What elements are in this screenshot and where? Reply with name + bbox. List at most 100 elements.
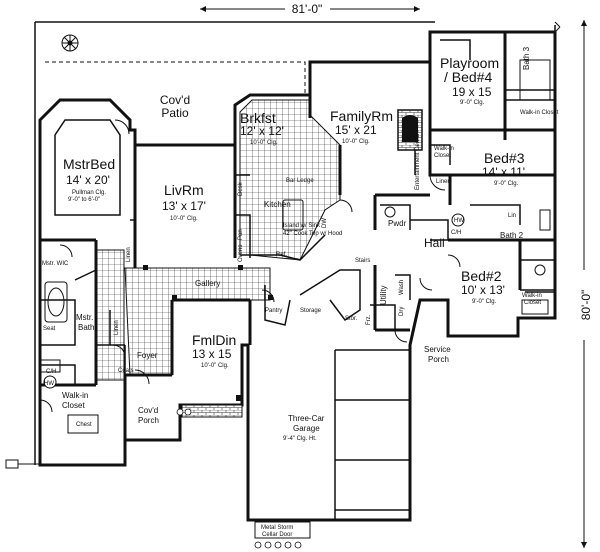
brkfst-size: 12' x 12' (240, 124, 284, 138)
water-heater-icon (43, 213, 465, 389)
garage-name-2: Garage (293, 424, 320, 433)
mstr-wic-label: Mstr. WIC (42, 261, 69, 267)
dw-label: DW (322, 218, 328, 228)
dimension-depth: 80'-0" (579, 20, 593, 548)
familyrm-size: 15' x 21 (335, 123, 377, 137)
utility-box (5, 459, 19, 469)
gallery-label: Gallery (195, 279, 220, 288)
door-swings (39, 119, 461, 413)
brkfst-ceiling: 10'-0" Clg. (250, 140, 278, 146)
walkin-bed2-1: Walk-in (522, 293, 542, 299)
mstrbed-size: 14' x 20' (66, 173, 110, 187)
storage-label: Storage (300, 308, 322, 314)
livrm-size: 13' x 17' (162, 199, 206, 213)
bath2-label: Bath 2 (500, 231, 524, 240)
covd-porch-1: Cov'd (138, 406, 158, 415)
tree-icon (61, 34, 79, 52)
bed3-name: Bed#3 (484, 150, 525, 166)
familyrm-name: FamilyRm (330, 108, 393, 124)
fmldin-size: 13 x 15 (192, 347, 232, 361)
service-porch-1: Service (424, 345, 451, 354)
mstrbed-ceiling-2: 9'-0" to 6'-0" (68, 197, 100, 203)
wash-label: Wash (399, 280, 405, 295)
garage-name-1: Three-Car (288, 414, 325, 423)
linen-left-label: Linen (126, 247, 132, 262)
fixtures (39, 59, 551, 434)
walkin-fr-1: Walk-in (434, 146, 454, 152)
mstr-ceiling (54, 119, 121, 216)
walkin-bed2-2: Closet (524, 300, 541, 306)
linen-upper-label: Linen (436, 179, 451, 185)
coats-label: Coats (118, 368, 134, 374)
storm-door-2: Cellar Door (262, 532, 292, 538)
garage-doors (334, 349, 410, 520)
bed2-name: Bed#2 (461, 268, 502, 284)
pwdr-label: Pwdr (388, 219, 407, 228)
patio-edge (45, 61, 306, 95)
lin-bath-label: Lin (508, 213, 516, 219)
hw-left-label: HW (44, 381, 54, 387)
ch-right-label: C/H (451, 230, 461, 236)
kitchen-name: Kitchen (264, 200, 291, 209)
playroom-size: 19 x 15 (452, 85, 492, 99)
storm-door-1: Metal Storm (261, 525, 293, 531)
mstrbed-ceiling-1: Pullman Clg. (72, 190, 106, 196)
room-labels: Playroom / Bed#4 19 x 15 9'-0" Clg. Bath… (42, 46, 559, 539)
playroom-name-2: / Bed#4 (444, 69, 492, 85)
shrubs (176, 408, 302, 549)
stor-label: Stor. (345, 316, 358, 322)
playroom-ceiling: 9'-0" Clg. (460, 100, 485, 106)
fmldin-name: FmlDin (192, 332, 236, 348)
mstr-bath-2: Bath (78, 323, 94, 332)
hw-right-label: HW (454, 218, 464, 224)
brkfst-name: Brkfst (240, 110, 276, 126)
ovens-label: Ovens (238, 245, 244, 262)
linen-bath-label: Linen (114, 320, 120, 335)
livrm-name: LivRm (164, 182, 204, 198)
bar-ledge-label: Bar Ledge (286, 178, 314, 184)
ch-left-label: C/H (46, 369, 56, 375)
patio-label-1: Cov'd (160, 93, 190, 107)
pantry-label: Pantry (265, 308, 282, 314)
fmldin-ceiling: 10'-0" Clg. (201, 363, 229, 369)
dry-label: Dry (399, 307, 405, 316)
livrm-ceiling: 10'-0" Clg. (170, 216, 198, 222)
mstr-bath-1: Mstr. (76, 313, 93, 322)
foyer-label: Foyer (137, 351, 158, 360)
fireplace (397, 109, 423, 151)
bed2-size: 10' x 13' (461, 283, 505, 297)
pan-label: Pan (238, 229, 244, 240)
ref-label: Ref. (276, 252, 287, 258)
walkin-fr-2: Closet (434, 153, 451, 159)
dimension-width: 81'-0" (200, 2, 420, 16)
bath3-label: Bath 3 (522, 46, 531, 70)
seat-label: Seat (43, 326, 56, 332)
desk-label: Desk (238, 181, 244, 196)
lot-line (34, 21, 435, 465)
chest-label: Chest (76, 422, 92, 428)
stairs-label: Stairs (355, 258, 370, 264)
utility-label: Utility (379, 285, 388, 305)
patio-label-2: Patio (161, 106, 189, 120)
covd-porch-2: Porch (138, 416, 159, 425)
walkin-playroom-label: Walk-in Closet (520, 110, 559, 116)
interior-partitions (40, 39, 556, 385)
playroom-name-1: Playroom (440, 55, 499, 71)
width-label: 81'-0" (292, 2, 323, 16)
familyrm-ceiling: 10'-0" Clg. (342, 139, 370, 145)
garage-ceiling: 9'-4" Clg. Ht. (283, 436, 317, 442)
walkin-master-2: Closet (62, 401, 85, 410)
column-markers (143, 265, 273, 401)
walkin-master-1: Walk-in (62, 391, 88, 400)
service-porch-2: Porch (428, 355, 449, 364)
hall-label: Hall (424, 236, 445, 250)
cooktop-label: 42" Cook Top w/ Hood (283, 231, 342, 237)
island-label: Island w/ Sink (283, 223, 321, 229)
interior-walls (40, 32, 555, 440)
bed3-ceiling: 9'-0" Clg. (494, 181, 519, 187)
bed2-ceiling: 9'-0" Clg. (472, 299, 497, 305)
mstrbed-name: MstrBed (63, 156, 115, 172)
ent-center-label: Entertainment Center (415, 133, 421, 190)
frz-label: Frz. (366, 314, 372, 325)
